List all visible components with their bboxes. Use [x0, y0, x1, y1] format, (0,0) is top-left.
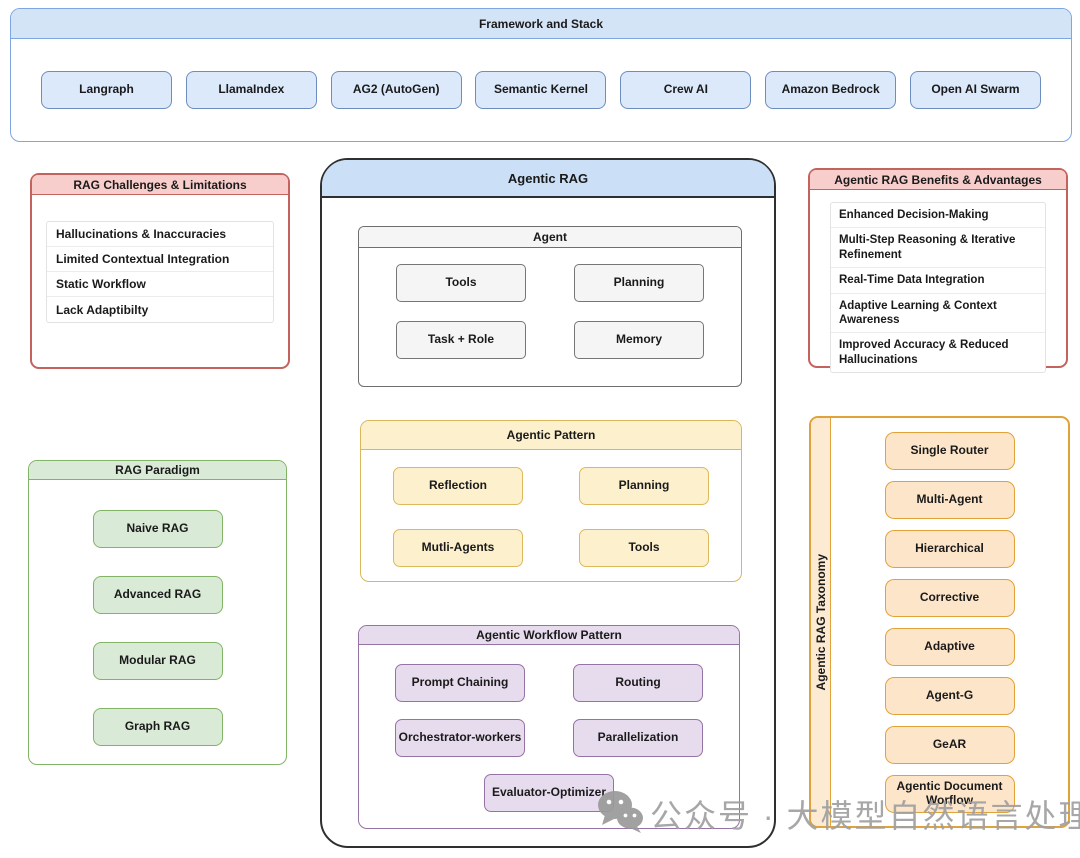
agent-subpanel: Agent Tools Planning Task + Role Memory — [358, 226, 742, 387]
rag-challenges-panel: RAG Challenges & Limitations Hallucinati… — [30, 173, 290, 369]
taxonomy-item-single-router: Single Router — [884, 432, 1015, 470]
framework-item-amazon-bedrock: Amazon Bedrock — [765, 71, 897, 109]
pattern-item-reflection: Reflection — [393, 467, 523, 505]
rag-challenges-title: RAG Challenges & Limitations — [32, 175, 288, 195]
workflow-item-routing: Routing — [573, 664, 703, 702]
pattern-item-tools: Tools — [579, 529, 709, 567]
framework-items-row: Langraph LlamaIndex AG2 (AutoGen) Semant… — [11, 39, 1071, 109]
benefit-item: Adaptive Learning & Context Awareness — [831, 294, 1045, 334]
agentic-pattern-subpanel: Agentic Pattern Reflection Planning Mutl… — [360, 420, 742, 582]
benefit-item: Enhanced Decision-Making — [831, 203, 1045, 229]
rag-taxonomy-column: Single Router Multi-Agent Hierarchical C… — [831, 418, 1068, 813]
framework-item-openai-swarm: Open AI Swarm — [909, 71, 1041, 109]
taxonomy-item-agentic-document-worflow: Agentic Document Worflow — [884, 775, 1015, 813]
challenge-item: Lack Adaptibilty — [56, 302, 149, 317]
watermark-text: 公众号 · 大模型自然语言处理 — [650, 797, 1080, 834]
challenge-item: Hallucinations & Inaccuracies — [47, 222, 273, 247]
taxonomy-item-gear: GeAR — [884, 726, 1015, 764]
workflow-item-parallelization: Parallelization — [573, 719, 703, 757]
rag-paradigm-panel: RAG Paradigm Naive RAG Advanced RAG Modu… — [28, 460, 287, 765]
rag-benefits-title: Agentic RAG Benefits & Advantages — [810, 170, 1066, 190]
rag-taxonomy-vertical-label: Agentic RAG Taxonomy — [811, 418, 831, 826]
workflow-item-prompt-chaining: Prompt Chaining — [395, 664, 525, 702]
taxonomy-item-multi-agent: Multi-Agent — [884, 481, 1015, 519]
taxonomy-item-agent-g: Agent-G — [884, 677, 1015, 715]
framework-item-langraph: Langraph — [41, 71, 172, 109]
taxonomy-item-adaptive: Adaptive — [884, 628, 1015, 666]
rag-challenges-list: Hallucinations & Inaccuracies Limited Co… — [46, 221, 274, 323]
agent-item-task-role: Task + Role — [396, 321, 526, 359]
agent-items-grid: Tools Planning Task + Role Memory — [359, 248, 741, 359]
taxonomy-item-corrective: Corrective — [884, 579, 1015, 617]
watermark: 公众号 · 大模型自然语言处理 — [596, 789, 1080, 838]
agentic-rag-title: Agentic RAG — [322, 160, 774, 198]
pattern-item-planning: Planning — [579, 467, 709, 505]
rag-taxonomy-title: Agentic RAG Taxonomy — [813, 553, 828, 691]
agent-item-planning: Planning — [574, 264, 704, 302]
framework-stack-panel: Framework and Stack Langraph LlamaIndex … — [10, 8, 1072, 142]
taxonomy-item-hierarchical: Hierarchical — [884, 530, 1015, 568]
agentic-rag-panel: Agentic RAG Agent Tools Planning Task + … — [320, 158, 776, 848]
paradigm-item-modular-rag: Modular RAG — [92, 642, 223, 680]
framework-stack-title: Framework and Stack — [11, 9, 1071, 39]
rag-taxonomy-panel: Agentic RAG Taxonomy Single Router Multi… — [809, 416, 1070, 828]
workflow-item-orchestrator-workers: Orchestrator-workers — [395, 719, 525, 757]
wechat-icon — [596, 789, 644, 838]
agent-item-tools: Tools — [396, 264, 526, 302]
agentic-workflow-grid: Prompt Chaining Routing Orchestrator-wor… — [359, 645, 739, 812]
pattern-item-multi-agents: Mutli-Agents — [393, 529, 523, 567]
framework-item-llamaindex: LlamaIndex — [185, 71, 317, 109]
agentic-pattern-grid: Reflection Planning Mutli-Agents Tools — [361, 450, 741, 567]
framework-item-semantic-kernel: Semantic Kernel — [475, 71, 607, 109]
agent-title: Agent — [359, 227, 741, 248]
agent-item-memory: Memory — [574, 321, 704, 359]
benefit-item: Multi-Step Reasoning & Iterative Refinem… — [831, 228, 1045, 269]
benefit-item: Real-Time Data Integration — [831, 268, 1045, 294]
paradigm-item-graph-rag: Graph RAG — [92, 708, 223, 746]
paradigm-item-advanced-rag: Advanced RAG — [92, 576, 223, 614]
rag-paradigm-title: RAG Paradigm — [29, 461, 286, 480]
framework-item-crew-ai: Crew AI — [620, 71, 752, 109]
agentic-pattern-title: Agentic Pattern — [361, 421, 741, 450]
challenge-item: Limited Contextual Integration — [47, 247, 273, 272]
framework-item-ag2-autogen: AG2 (AutoGen) — [330, 71, 462, 109]
rag-benefits-panel: Agentic RAG Benefits & Advantages Enhanc… — [808, 168, 1068, 373]
challenge-item: Static Workflow — [47, 272, 273, 297]
rag-paradigm-column: Naive RAG Advanced RAG Modular RAG Graph… — [29, 480, 286, 746]
paradigm-item-naive-rag: Naive RAG — [92, 510, 223, 548]
agentic-workflow-title: Agentic Workflow Pattern — [359, 626, 739, 645]
rag-benefits-list: Enhanced Decision-Making Multi-Step Reas… — [830, 202, 1046, 373]
agentic-workflow-subpanel: Agentic Workflow Pattern Prompt Chaining… — [358, 625, 740, 829]
benefit-item: Improved Accuracy & Reduced Hallucinatio… — [839, 339, 1009, 366]
workflow-item-evaluator-optimizer: Evaluator-Optimizer — [484, 774, 614, 812]
